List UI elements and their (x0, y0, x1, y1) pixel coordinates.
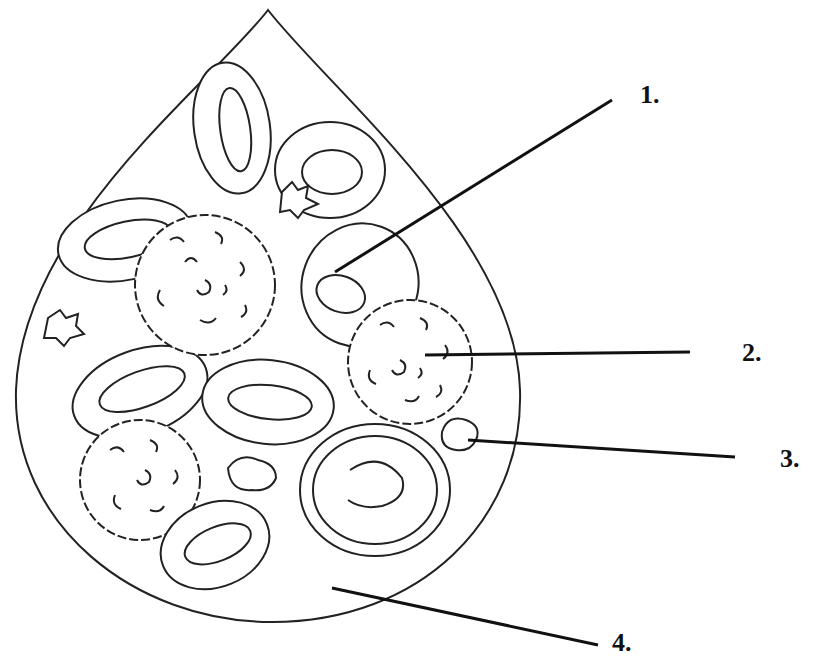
red-blood-cell (275, 122, 385, 218)
leader-line (332, 588, 598, 645)
callout-number: 2. (742, 340, 762, 366)
drop-outline (16, 10, 520, 622)
callout-number: 1. (640, 82, 660, 108)
white-blood-cell (348, 300, 472, 424)
platelet (44, 310, 84, 346)
callout-number: 4. (612, 630, 632, 656)
leader-line (425, 352, 690, 355)
white-blood-cell (135, 215, 275, 355)
leader-line (468, 440, 735, 457)
platelet (280, 182, 318, 218)
red-blood-cell (147, 485, 282, 605)
red-blood-cell (185, 57, 279, 198)
platelet (442, 419, 478, 451)
leader-line (335, 100, 612, 272)
callout-number: 3. (780, 446, 800, 472)
red-blood-cell (198, 353, 338, 450)
platelet (228, 457, 276, 490)
red-blood-cell (300, 424, 450, 556)
